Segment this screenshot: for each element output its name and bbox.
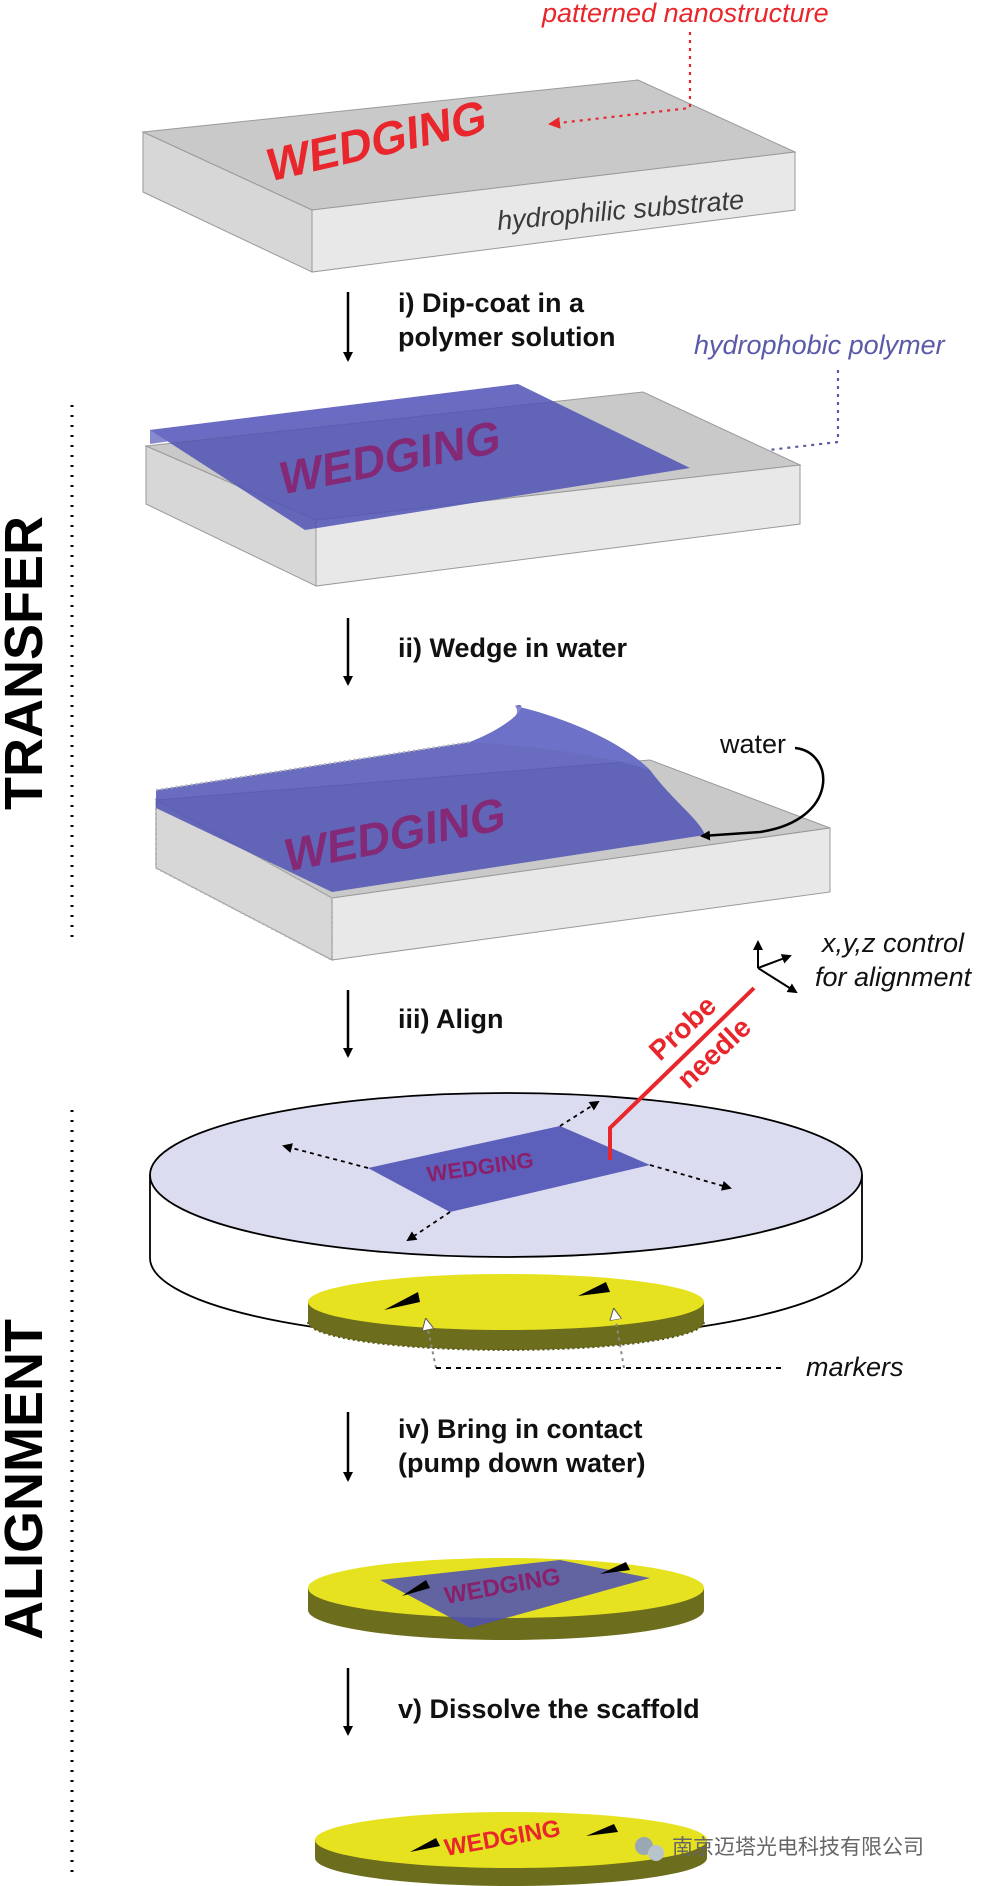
marker-final-left [410, 1838, 440, 1852]
alignment-arrows [282, 1100, 732, 1242]
xyz-control-line2: for alignment [815, 962, 973, 992]
step-2-label: ii) Wedge in water [398, 633, 628, 663]
water-arrow [700, 746, 825, 841]
substrate-block [141, 79, 797, 273]
water-label: water [719, 729, 786, 759]
wedge-in-water-block [154, 704, 831, 962]
target-chip [307, 1274, 705, 1351]
marker-pointer-right [614, 1310, 625, 1369]
final-chip [315, 1812, 707, 1886]
probe-needle [608, 986, 756, 1160]
markers-label: markers [806, 1352, 904, 1382]
step-5-label: v) Dissolve the scaffold [398, 1694, 700, 1724]
patterned-pointer-arrow [548, 32, 692, 129]
step-1-line2: polymer solution [398, 322, 616, 352]
marker-contact-right [600, 1562, 630, 1574]
step-1-line1: i) Dip-coat in a [398, 288, 585, 318]
transfer-section-label: TRANSFER [0, 516, 54, 810]
marker-contact-left [402, 1580, 430, 1596]
watermark-text: 南京迈塔光电科技有限公司 [672, 1835, 924, 1859]
alignment-section-label: ALIGNMENT [0, 1319, 54, 1640]
coated-substrate-block [144, 384, 802, 587]
xyz-control-line1: x,y,z control [820, 928, 965, 958]
marker-left [384, 1292, 420, 1310]
step-3-label: iii) Align [398, 1004, 503, 1034]
hydrophobic-polymer-label: hydrophobic polymer [694, 330, 946, 360]
wechat-watermark: 南京迈塔光电科技有限公司 [635, 1835, 924, 1861]
floating-polymer-film [368, 1126, 650, 1212]
polymer-pointer-arrow [698, 370, 840, 463]
marker-final-right [586, 1824, 618, 1836]
xyz-axes-icon [753, 940, 798, 994]
marker-right [578, 1282, 610, 1296]
step-4-line1: iv) Bring in contact [398, 1414, 643, 1444]
marker-pointer-left [426, 1320, 437, 1369]
step-4-line2: (pump down water) [398, 1448, 645, 1478]
patterned-nanostructure-label: patterned nanostructure [541, 0, 829, 28]
